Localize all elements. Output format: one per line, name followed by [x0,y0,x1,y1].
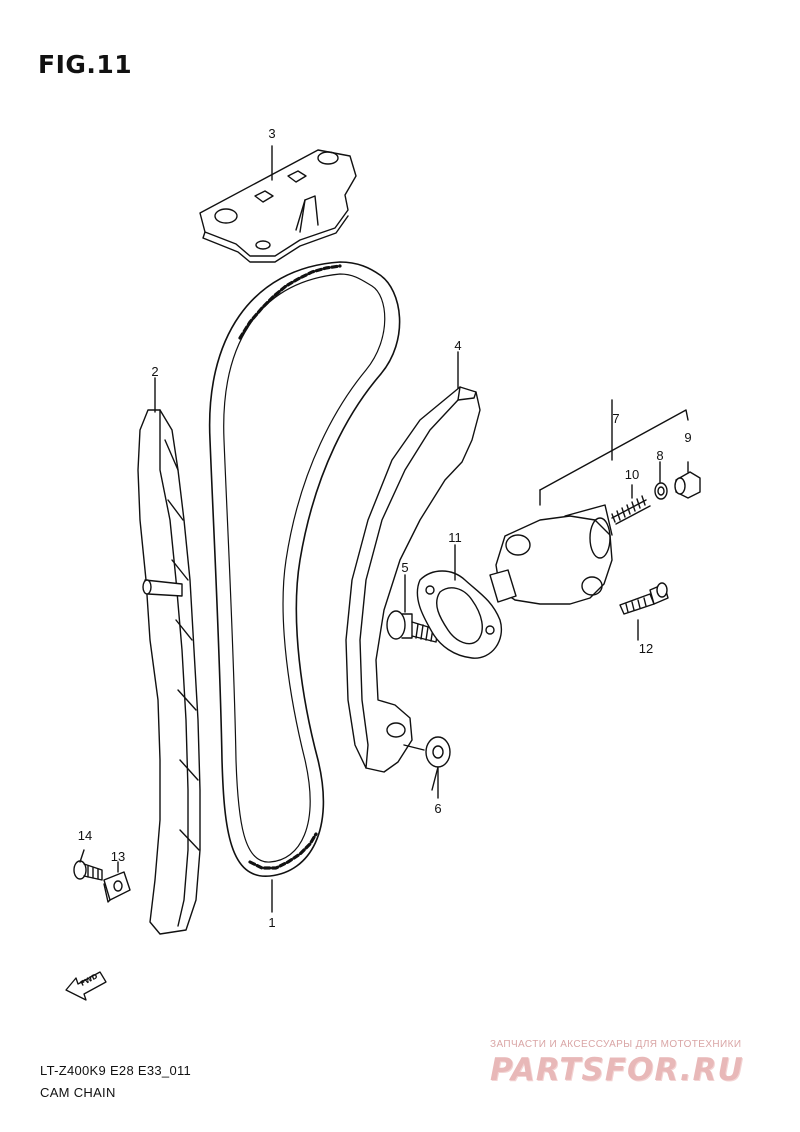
part-11-gasket [416,544,502,659]
part-9-cap-bolt [674,461,701,499]
figure-title: FIG.11 [38,50,133,79]
part-8-o-ring [654,461,668,500]
callout-4: 4 [454,338,462,353]
model-code: LT-Z400K9 E28 E33_011 [40,1063,192,1078]
callout-6: 6 [434,801,442,816]
part-6-washer [403,736,451,791]
callout-3: 3 [268,126,276,141]
callout-12: 12 [638,641,654,656]
part-13-nut-plate [103,861,131,903]
part-14-screw [73,849,103,881]
figure-caption: CAM CHAIN [40,1085,116,1100]
part-12-bolt [619,582,669,641]
callout-5: 5 [401,560,409,575]
part-7-tensioner-assembly [489,399,689,605]
fwd-direction-arrow [65,971,107,1001]
callout-10: 10 [624,467,640,482]
callout-11: 11 [448,530,462,545]
callout-13: 13 [110,849,126,864]
part-4-tensioner-guide [345,386,481,773]
part-1-cam-chain [208,261,401,877]
part-2-chain-guide [137,409,201,935]
watermark-logo: PARTSFOR.RU [490,1052,744,1088]
callout-14: 14 [77,828,93,843]
callout-9: 9 [684,430,692,445]
callout-1: 1 [268,915,276,930]
callout-8: 8 [656,448,664,463]
callout-7: 7 [612,411,620,426]
part-3-chain-guide-plate [199,149,357,263]
callout-2: 2 [151,364,159,379]
part-10-spring [611,484,651,525]
watermark-tagline: ЗАПЧАСТИ И АКСЕССУАРЫ ДЛЯ МОТОТЕХНИКИ [490,1039,742,1050]
